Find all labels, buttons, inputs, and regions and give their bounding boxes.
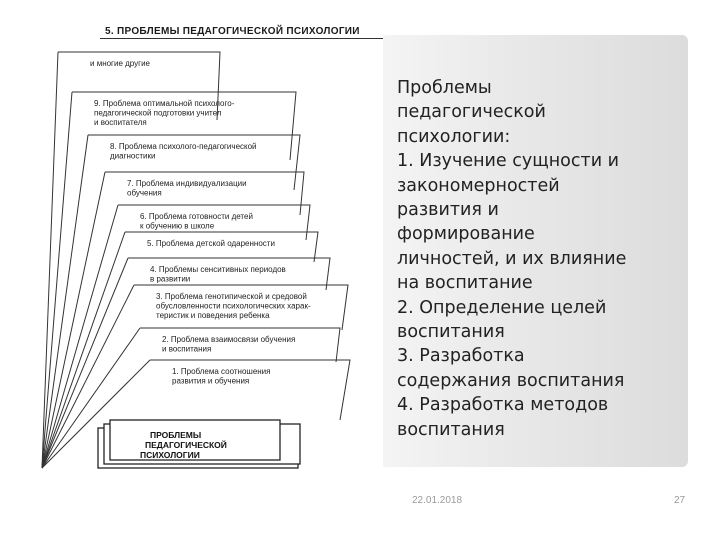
problem-card-label: 5. Проблема детской одаренности	[147, 239, 275, 248]
fan-line	[41, 327, 141, 469]
problem-card-outline	[58, 51, 221, 121]
footer-date: 22.01.2018	[412, 495, 463, 506]
core-card-layer	[109, 419, 281, 461]
problem-card-outline	[140, 327, 341, 363]
fan-cards: и многие другие 9. Проблема оптимальной п…	[41, 51, 351, 469]
panel-body-text: Проблемы педагогической психологии: 1. И…	[397, 78, 627, 440]
problem-card-outline	[105, 171, 305, 216]
problem-card-outline	[150, 359, 351, 421]
problem-card-label: и многие другие	[90, 59, 151, 68]
fan-line	[41, 284, 135, 469]
fan-line	[41, 171, 106, 469]
problem-card-label: 9. Проблема оптимальной психолого-педаго…	[94, 99, 235, 127]
fan-line	[41, 134, 89, 469]
fan-line	[41, 91, 73, 469]
problems-fan-diagram: и многие другие 9. Проблема оптимальной п…	[41, 51, 351, 469]
fan-line	[41, 231, 126, 469]
text-panel	[383, 35, 688, 467]
problem-card-outline	[118, 204, 311, 241]
problem-card-outline	[128, 257, 331, 291]
fan-line	[41, 359, 151, 469]
fan-line	[41, 204, 119, 469]
problem-card-outline	[134, 284, 349, 331]
problem-card-outline	[125, 231, 319, 263]
diagram-title: 5. ПРОБЛЕМЫ ПЕДАГОГИЧЕСКОЙ ПСИХОЛОГИИ	[105, 26, 360, 37]
fan-line	[41, 257, 129, 469]
problem-card-outline	[72, 91, 297, 161]
diagram-title-rule	[100, 38, 385, 39]
fan-line	[41, 51, 59, 469]
footer-page-number: 27	[674, 495, 686, 506]
